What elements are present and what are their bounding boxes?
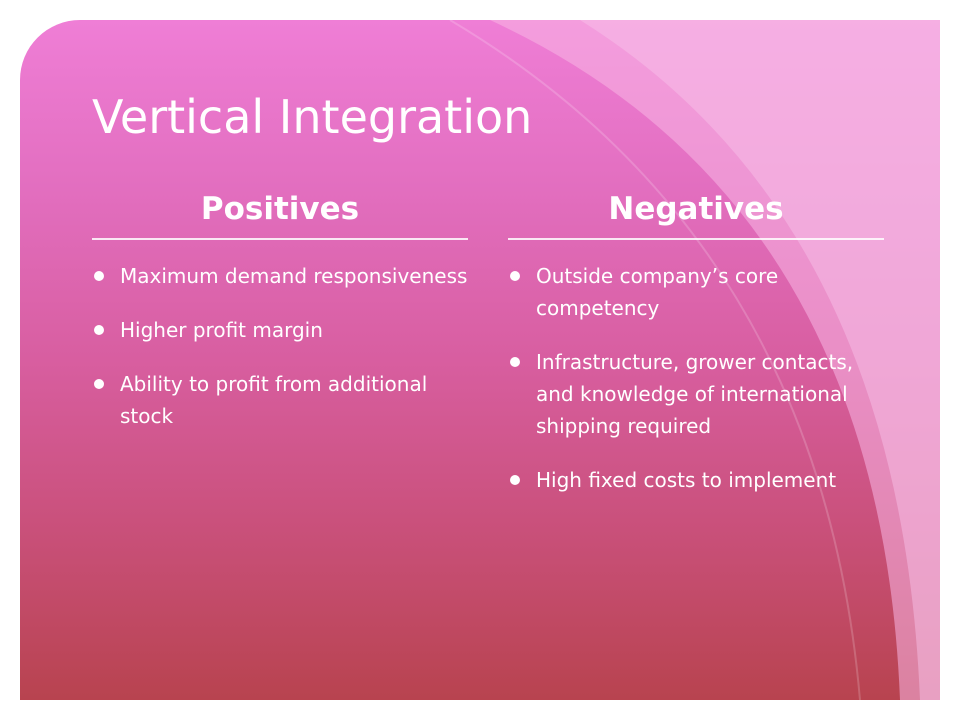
bullet-icon [510, 271, 520, 281]
slide-title: Vertical Integration [92, 90, 533, 144]
positives-list: Maximum demand responsiveness Higher pro… [92, 260, 468, 432]
positives-heading: Positives [92, 188, 468, 240]
list-item-text: High fixed costs to implement [536, 468, 837, 492]
bullet-icon [94, 379, 104, 389]
list-item-text: Maximum demand responsiveness [120, 264, 468, 288]
positives-column: Positives Maximum demand responsiveness … [92, 188, 468, 454]
list-item-text: Infrastructure, grower contacts, and kno… [536, 350, 854, 438]
bullet-icon [94, 271, 104, 281]
negatives-heading: Negatives [508, 188, 884, 240]
list-item: Higher profit margin [92, 314, 468, 346]
negatives-column: Negatives Outside company’s core compete… [508, 188, 884, 518]
list-item: Outside company’s core competency [508, 260, 884, 324]
background-swoosh [449, 20, 940, 700]
list-item: High fixed costs to implement [508, 464, 884, 496]
bullet-icon [510, 357, 520, 367]
slide: Vertical Integration Positives Maximum d… [20, 20, 940, 700]
bullet-icon [94, 325, 104, 335]
list-item-text: Ability to profit from additional stock [120, 372, 428, 428]
list-item-text: Outside company’s core competency [536, 264, 779, 320]
list-item-text: Higher profit margin [120, 318, 323, 342]
bullet-icon [510, 475, 520, 485]
list-item: Infrastructure, grower contacts, and kno… [508, 346, 884, 442]
list-item: Maximum demand responsiveness [92, 260, 468, 292]
negatives-list: Outside company’s core competency Infras… [508, 260, 884, 496]
list-item: Ability to profit from additional stock [92, 368, 468, 432]
